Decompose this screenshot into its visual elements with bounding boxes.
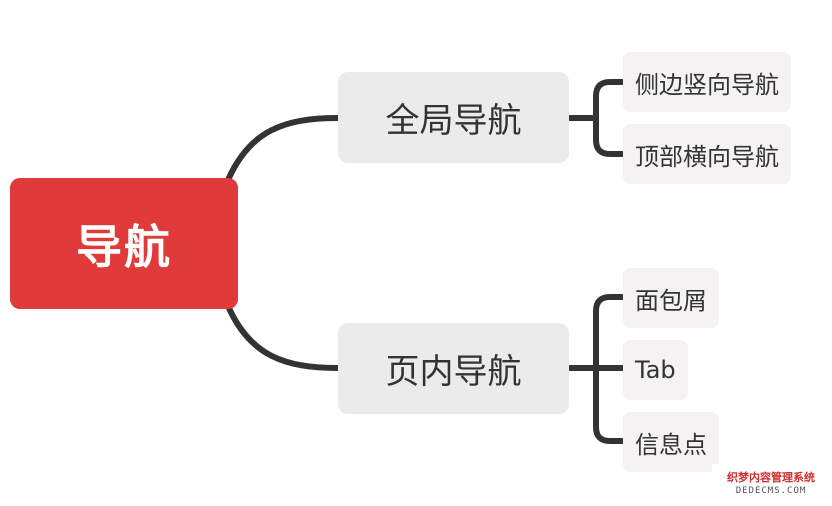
connector-root-page (225, 303, 341, 371)
root-label: 导航 (76, 219, 172, 274)
leaf-node-tab: Tab (623, 340, 688, 400)
branch-label: 页内导航 (385, 352, 522, 392)
leaf-node-side-vertical-nav: 侧边竖向导航 (623, 52, 791, 112)
watermark-line1: 织梦内容管理系统 (727, 471, 815, 484)
branch-node-page-nav: 页内导航 (338, 323, 569, 414)
connector-page-bracket (593, 294, 625, 444)
leaf-label: 顶部横向导航 (635, 142, 779, 171)
root-node-navigation: 导航 (10, 178, 238, 309)
leaf-node-info-dot: 信息点 (623, 412, 719, 472)
branch-label: 全局导航 (385, 101, 522, 141)
leaf-label: Tab (635, 356, 676, 384)
branch-node-global-nav: 全局导航 (338, 72, 569, 163)
leaf-node-top-horizontal-nav: 顶部横向导航 (623, 124, 791, 184)
leaf-label: 面包屑 (635, 286, 707, 315)
leaf-label: 信息点 (635, 430, 707, 459)
dedecms-watermark: 织梦内容管理系统 DEDECMS.COM (712, 464, 830, 504)
connector-global-bracket (593, 79, 625, 157)
leaf-node-breadcrumb: 面包屑 (623, 268, 719, 328)
connector-root-global (225, 115, 341, 183)
watermark-line2: DEDECMS.COM (735, 486, 807, 496)
leaf-label: 侧边竖向导航 (635, 70, 779, 99)
